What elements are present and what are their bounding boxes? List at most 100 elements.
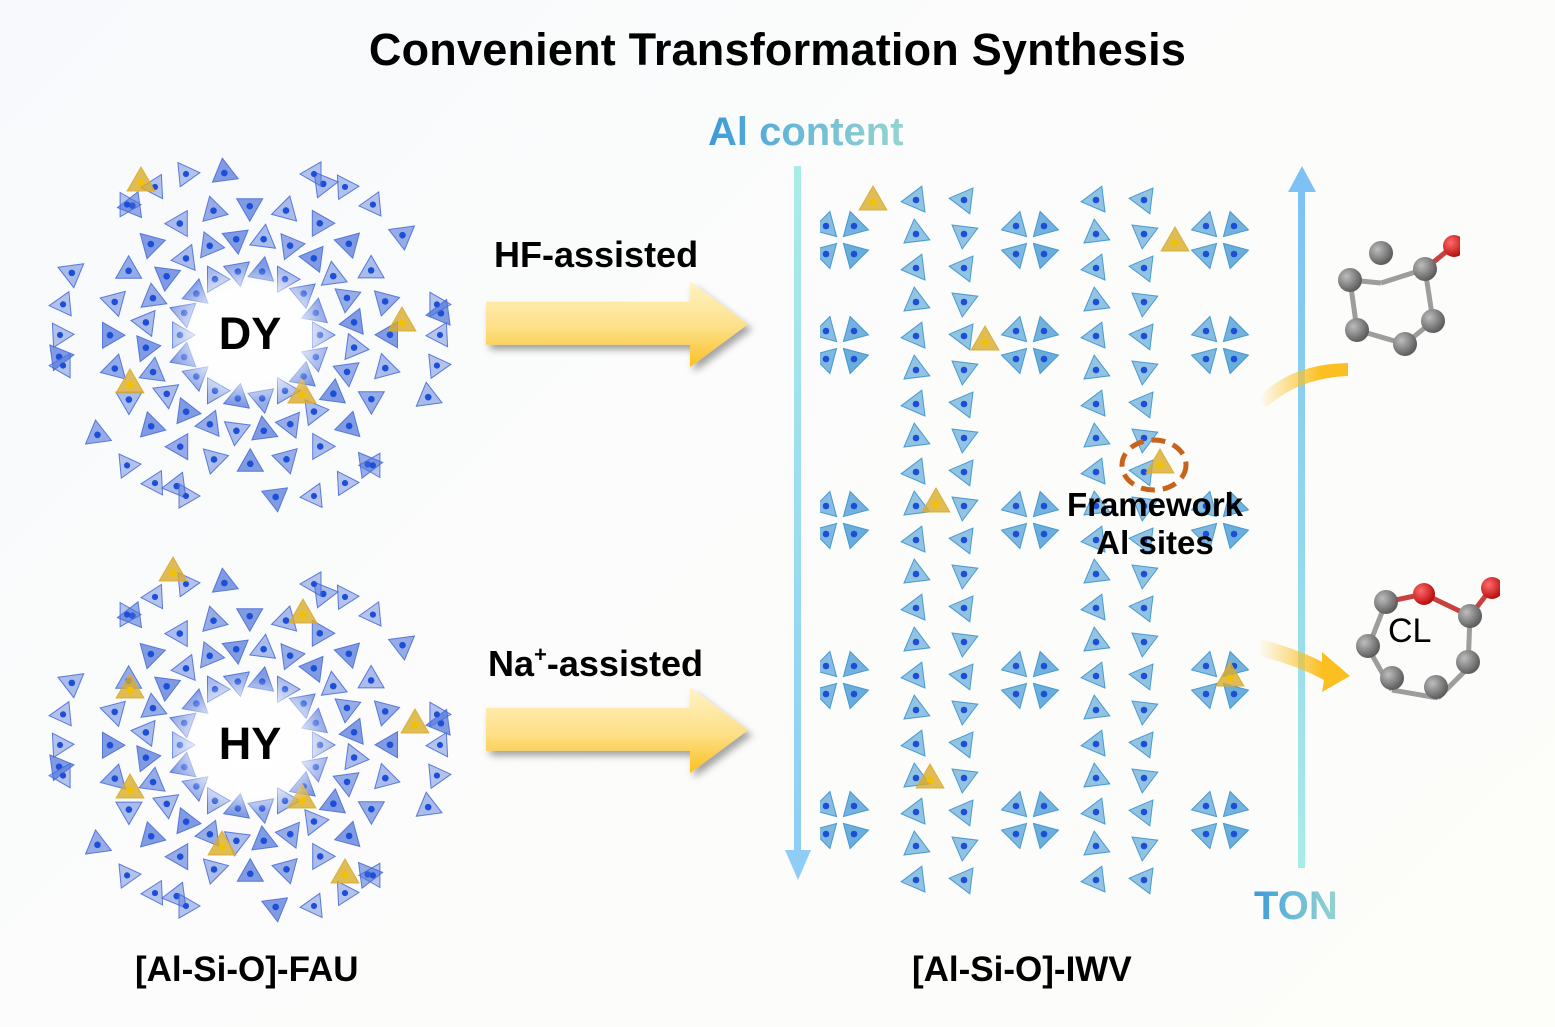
figure-title: Convenient Transformation Synthesis [368, 24, 1187, 75]
atom [912, 502, 920, 510]
na-text: Na [488, 643, 535, 684]
al-site-tetrahedron [288, 598, 318, 624]
atom [142, 344, 150, 351]
tetrahedron [236, 447, 265, 472]
iwv-framework-label: [Al-Si-O]-IWV [912, 950, 1132, 989]
atom [283, 456, 290, 463]
tetrahedron [336, 880, 361, 907]
atom [1012, 250, 1020, 258]
atom [850, 250, 858, 258]
atom [232, 235, 240, 243]
tetrahedron [102, 321, 127, 350]
atom [1230, 530, 1238, 538]
atom [1092, 264, 1100, 272]
al-site-tetrahedron [1145, 448, 1175, 474]
atom [369, 611, 377, 618]
atom [343, 368, 351, 376]
atom [1012, 530, 1020, 538]
framework-al-site-highlight-ring [1119, 437, 1189, 493]
atom [341, 871, 349, 879]
al-site-tetrahedron [858, 185, 888, 211]
carbon-atom [1338, 268, 1362, 292]
carbon-atom [1424, 675, 1448, 699]
oxygen-atom [1413, 583, 1435, 605]
atom [1040, 662, 1048, 670]
atom [926, 776, 934, 784]
al-site-tetrahedron [915, 763, 945, 789]
reaction-curve-to-cyclohexanone [1258, 363, 1348, 408]
atom [399, 231, 406, 239]
atom [169, 569, 177, 577]
atom [1230, 250, 1238, 258]
atom [850, 502, 858, 510]
carbon-atom [1393, 332, 1417, 356]
atom [221, 579, 228, 587]
tetrahedron [298, 161, 322, 187]
atom [176, 443, 184, 450]
atom [1140, 638, 1148, 646]
tetrahedron [357, 801, 386, 826]
atom [1140, 264, 1148, 272]
atom [232, 645, 240, 653]
atom [173, 892, 181, 900]
tetrahedron [235, 608, 264, 633]
atom [822, 355, 830, 363]
carbon-atom [1369, 241, 1393, 265]
atom [850, 327, 858, 335]
tetrahedron [115, 801, 143, 826]
tetrahedron [164, 842, 189, 871]
tetrahedron [357, 254, 385, 279]
atom [1230, 830, 1238, 838]
atom [960, 706, 968, 714]
atom [1092, 808, 1100, 816]
atom [369, 462, 377, 469]
atom [850, 222, 858, 230]
atom [125, 267, 132, 275]
atom [163, 800, 171, 808]
atom [1012, 222, 1020, 230]
atom [960, 604, 968, 612]
atom [912, 434, 920, 442]
atom [182, 818, 190, 825]
atom [316, 220, 324, 227]
atom [1140, 740, 1148, 748]
tetrahedron [429, 291, 452, 318]
atom [1140, 604, 1148, 612]
al-content-label: Al content [708, 110, 904, 154]
atom [111, 298, 119, 306]
atom [283, 866, 290, 873]
atom [310, 818, 318, 825]
atom [1012, 802, 1020, 810]
atom [1140, 468, 1148, 476]
atom [1092, 196, 1100, 204]
atom [233, 837, 240, 845]
atom [381, 364, 389, 372]
atom [126, 786, 134, 794]
tetrahedron [140, 879, 164, 906]
tetrahedron [424, 731, 449, 758]
al-site-tetrahedron [126, 166, 156, 192]
atom [1092, 536, 1100, 544]
atom [960, 230, 968, 238]
atom [1040, 830, 1048, 838]
atom [129, 612, 136, 619]
atom [1040, 530, 1048, 538]
tetrahedron [115, 391, 143, 416]
atom [981, 338, 989, 346]
atom [341, 593, 349, 600]
atom [126, 381, 134, 389]
tetrahedron [336, 584, 360, 611]
atom [182, 255, 190, 262]
atom [398, 319, 406, 327]
oxygen-atom [1481, 577, 1500, 599]
al-site-tetrahedron [330, 858, 360, 884]
atom [411, 721, 419, 729]
atom [1092, 434, 1100, 442]
carbon-atom [1374, 590, 1398, 614]
atom [960, 196, 968, 204]
tetrahedron [114, 254, 143, 279]
atom [151, 480, 159, 487]
atom [149, 778, 157, 786]
atom [1040, 502, 1048, 510]
atom [1140, 842, 1148, 850]
